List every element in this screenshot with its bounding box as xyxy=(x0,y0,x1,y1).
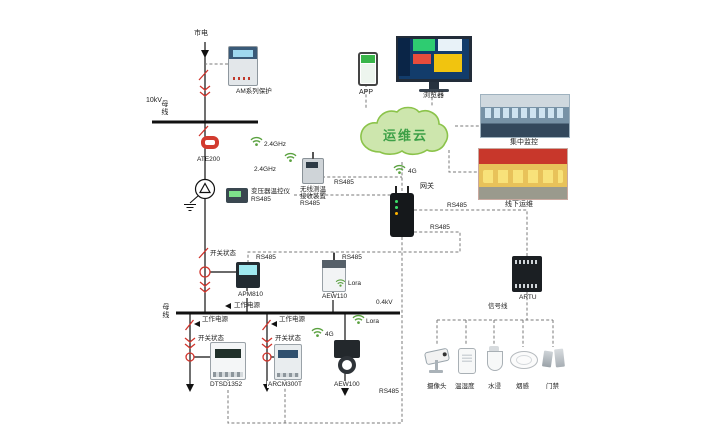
gateway-leds xyxy=(395,200,398,203)
water-label: 水浸 xyxy=(488,383,501,390)
dashboard-sidebar xyxy=(398,38,410,76)
wifi-icon-2g4-b xyxy=(284,150,297,162)
offline-operations-label: 线下运维 xyxy=(505,201,533,208)
door-sensor-bar xyxy=(541,350,554,368)
aew110-label: AEW110 xyxy=(321,293,349,301)
transformer-temp-controller xyxy=(226,188,248,203)
aew110-lora-label: Lora xyxy=(348,280,362,287)
bottom-4g-label: 4G xyxy=(325,331,334,338)
apm810-rs485-label: RS485 xyxy=(256,254,276,261)
ate200-label: ATE200 xyxy=(197,156,221,163)
aew110-rs485-label: RS485 xyxy=(342,254,362,261)
smoke-detector xyxy=(510,349,538,371)
ops-cloud-label: 运维云 xyxy=(383,128,429,143)
gateway-rs485-label-1: RS485 xyxy=(447,202,467,209)
door-sensor-bar xyxy=(554,348,565,368)
bottom-rs485-label: RS485 xyxy=(379,388,399,395)
gateway-device xyxy=(390,186,414,237)
comm-lines xyxy=(205,63,554,424)
switch-state-label-1: 开关状态 xyxy=(198,335,224,342)
wifi-icon-lora-bottom xyxy=(352,312,365,324)
voltage-04kv-label: 0.4kV xyxy=(376,299,393,306)
browser-monitor xyxy=(396,36,472,92)
centralized-monitoring-label: 集中监控 xyxy=(510,139,538,146)
wireless-temp-sensor-ate200 xyxy=(201,136,219,149)
artu-label: ARTU xyxy=(519,294,537,301)
apm810-label: APM810 xyxy=(237,291,264,299)
monitor-base xyxy=(419,89,449,92)
temp-humidity-label: 温湿度 xyxy=(455,383,475,390)
app-label: APP xyxy=(359,89,374,96)
wireless-temp-receiver xyxy=(302,152,324,184)
mains-label: 市电 xyxy=(194,30,208,37)
temp-controller-rs485-label: RS485 xyxy=(251,196,271,203)
receiver-label-line1: 无线测温 xyxy=(300,186,326,193)
dashboard-tile xyxy=(413,39,435,51)
voltage-10kv-label: 10kV xyxy=(146,97,162,104)
breaker-symbols xyxy=(184,69,273,362)
water-leak-sensor xyxy=(485,346,503,372)
door-label: 门禁 xyxy=(546,383,559,390)
wifi-icon-2g4-a xyxy=(250,134,263,146)
water-sensor-body xyxy=(487,351,503,371)
receiver-label-line3: RS485 xyxy=(300,200,320,207)
apm810-meter xyxy=(236,262,260,288)
transformer-symbol xyxy=(194,178,216,200)
camera-foot xyxy=(429,370,443,373)
busbar-top-label: 母线 xyxy=(160,100,168,116)
arcm300t-label: ARCM300T xyxy=(267,381,303,389)
receiver-label-line2: 接收装置 xyxy=(300,193,326,200)
camera-device xyxy=(423,346,451,376)
wireless-2g4-label-1: 2.4GHz xyxy=(264,141,287,148)
artu-unit xyxy=(512,256,542,292)
am-relay-label: AM系列保护 xyxy=(236,88,272,95)
smoke-label: 烟感 xyxy=(516,383,529,390)
working-power-label-1: 工作电源 xyxy=(202,316,228,323)
photo-centralized-monitoring xyxy=(480,94,570,138)
receiver-rs485-line-label: RS485 xyxy=(334,179,354,186)
dtsd1352-meter xyxy=(210,342,246,380)
smartphone xyxy=(358,52,378,86)
photo-offline-operations xyxy=(478,148,568,200)
dashboard-tile xyxy=(438,39,462,51)
wifi-icon-4g-bottom xyxy=(311,325,324,337)
wifi-icon-4g-gateway xyxy=(393,162,406,174)
working-power-label-mid: 工作电源 xyxy=(234,302,260,309)
monitor-stand xyxy=(429,82,439,89)
dashboard-tile xyxy=(434,54,462,72)
gateway-4g-label: 4G xyxy=(408,168,417,175)
power-lines xyxy=(152,42,400,392)
signal-line-label: 信号线 xyxy=(488,303,508,310)
switch-state-label-mid: 开关状态 xyxy=(210,250,236,257)
switch-state-label-2: 开关状态 xyxy=(275,335,301,342)
camera-label: 摄像头 xyxy=(427,383,447,390)
door-sensor xyxy=(541,348,567,369)
aew100-ct-ring xyxy=(338,356,356,374)
aew100-meter xyxy=(332,340,362,378)
bottom-lora-label: Lora xyxy=(366,318,380,325)
dashboard-tile xyxy=(413,54,431,64)
busbar-bottom-label: 母线 xyxy=(161,303,169,319)
water-sensor-cap xyxy=(489,346,499,352)
am-relay-device xyxy=(228,46,258,86)
aew100-body xyxy=(334,340,360,358)
temp-humidity-sensor xyxy=(458,348,476,374)
working-power-label-2: 工作电源 xyxy=(279,316,305,323)
camera-mount xyxy=(435,360,438,370)
browser-label: 浏览器 xyxy=(423,92,444,99)
gateway-rs485-label-2: RS485 xyxy=(430,224,450,231)
aew110-meter xyxy=(322,253,346,292)
gateway-label: 网关 xyxy=(420,183,434,190)
dtsd1352-label: DTSD1352 xyxy=(209,381,244,389)
wifi-icon-lora-aew110 xyxy=(335,277,346,287)
ground-symbol xyxy=(184,195,199,212)
temp-controller-label: 变压器温控仪 xyxy=(251,188,290,195)
aew100-label: AEW100 xyxy=(333,381,361,389)
wireless-2g4-label-2: 2.4GHz xyxy=(254,166,277,173)
ops-cloud-icon xyxy=(350,104,460,162)
smoke-detector-disc xyxy=(510,351,538,369)
arcm300t-device xyxy=(274,344,302,380)
